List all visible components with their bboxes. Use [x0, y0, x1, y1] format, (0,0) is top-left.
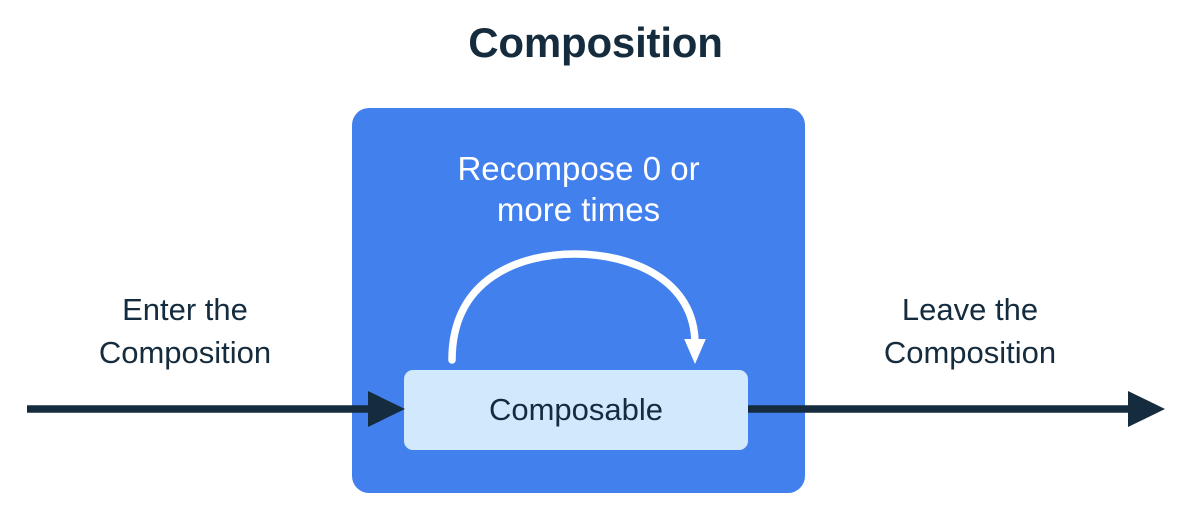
composable-label: Composable [488, 392, 664, 427]
recompose-loop-arrow-icon [448, 250, 706, 364]
enter-composition-label: Enter the Composition [35, 288, 335, 374]
page-title: Composition [468, 19, 723, 66]
leave-flow-arrow-icon [748, 391, 1165, 427]
recompose-caption: Recompose 0 or more times [352, 148, 805, 230]
recompose-caption-line-1: Recompose 0 or [457, 150, 700, 187]
leave-composition-label: Leave the Composition [820, 288, 1120, 374]
enter-composition-label-line-1: Enter the [122, 292, 248, 327]
leave-composition-label-line-2: Composition [883, 335, 1057, 370]
recompose-caption-line-2: more times [496, 191, 661, 228]
composable-box: Composable [404, 370, 748, 450]
enter-composition-label-line-2: Composition [98, 335, 272, 370]
enter-flow-arrow-icon [27, 391, 405, 427]
leave-composition-label-line-1: Leave the [901, 292, 1039, 327]
